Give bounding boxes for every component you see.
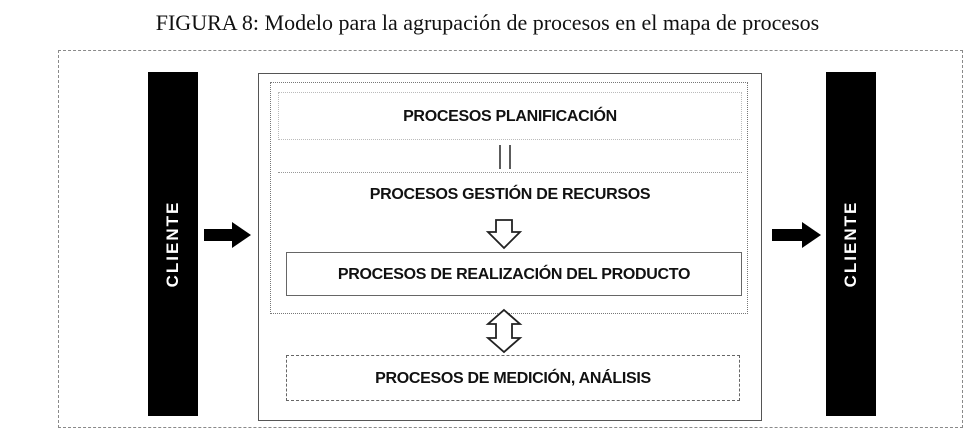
figure-title: FIGURA 8: Modelo para la agrupación de p… [155,10,820,35]
output-arrow-icon [772,222,821,248]
outer-frame [58,50,963,428]
process-realization: PROCESOS DE REALIZACIÓN DEL PRODUCTO [286,252,742,296]
client-bar-left: CLIENTE [148,72,198,416]
resources-realization-arrow-icon [485,219,523,250]
process-planning: PROCESOS PLANIFICACIÓN [278,92,742,140]
realization-measurement-arrow-icon [485,308,523,354]
input-arrow-icon [204,222,251,248]
client-label-right: CLIENTE [841,200,860,288]
planning-resources-arrow-icon [499,145,511,169]
client-bar-right: CLIENTE [826,72,876,416]
process-measurement: PROCESOS DE MEDICIÓN, ANÁLISIS [286,355,740,401]
client-label-left: CLIENTE [163,200,182,288]
process-map-frame [258,73,762,421]
process-resources: PROCESOS GESTIÓN DE RECURSOS [278,172,742,216]
